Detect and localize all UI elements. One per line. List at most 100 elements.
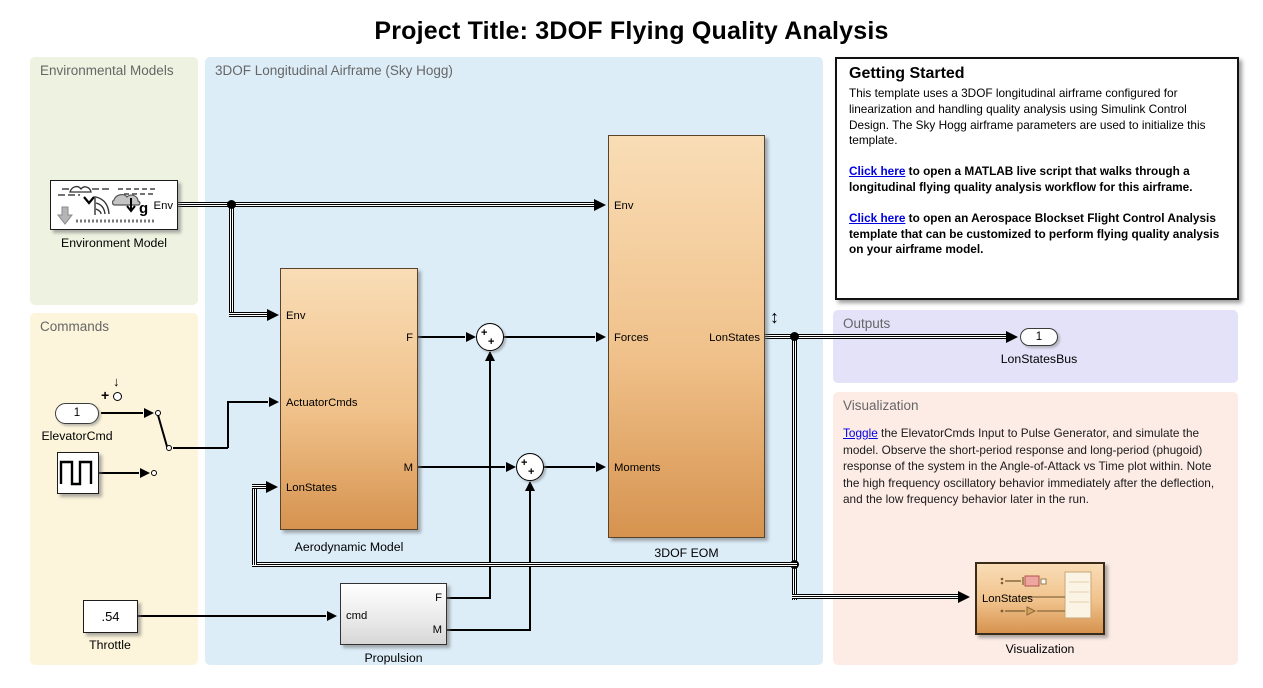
wire-prop-m-h: [447, 629, 531, 631]
wire-prop-f-h: [447, 597, 491, 599]
bus-lonstates-to-outport: [765, 334, 1008, 339]
arrow-aero-env-port: [267, 309, 279, 321]
aerodynamic-model-block[interactable]: Env ActuatorCmds LonStates F M: [280, 268, 418, 530]
arrow-eom-env-port: [594, 199, 606, 211]
wire-prop-f-v: [489, 352, 491, 598]
switch-contact-upper: [155, 410, 161, 416]
arrow-switch-input: [144, 408, 154, 418]
area-label-outputs: Outputs: [843, 316, 891, 331]
link2-rest-text: to open an Aerospace Blockset Flight Con…: [849, 210, 1220, 257]
bus-lonstates-to-visualization: [792, 594, 959, 599]
lonstatesbus-outport-block[interactable]: 1: [1020, 328, 1058, 346]
click-here-live-script-link[interactable]: Click here: [849, 164, 906, 179]
bus-env-to-eom: [178, 202, 596, 207]
elevatorcmd-label: ElevatorCmd: [41, 429, 113, 443]
toggle-link[interactable]: Toggle: [843, 426, 878, 440]
sum-forces-sign-left: +: [481, 327, 488, 339]
arrow-sum-forces-bottom: [485, 351, 495, 361]
junction-lonstates-top: [790, 332, 799, 341]
wire-aero-f-to-sum: [418, 336, 465, 338]
bus-feedback-to-aero: [252, 484, 267, 489]
visualization-note-text: the ElevatorCmds Input to Pulse Generato…: [843, 426, 1215, 507]
link1-rest-text: to open a MATLAB live script that walks …: [849, 164, 1193, 194]
eom-port-lonstates: LonStates: [709, 332, 760, 344]
arrow-cmd-port: [327, 611, 337, 621]
aero-port-m: M: [403, 462, 413, 474]
sum-moments-block[interactable]: + +: [516, 453, 544, 481]
eom-port-moments: Moments: [614, 462, 661, 474]
wire-throttle-to-propulsion: [138, 615, 326, 617]
throttle-value: .54: [101, 609, 120, 624]
switch-toggle-arrow-icon: ↓: [113, 374, 120, 389]
wire-elevatorcmd-to-switch: [101, 412, 143, 414]
aerodynamic-model-label: Aerodynamic Model: [294, 540, 404, 554]
click-here-blockset-link[interactable]: Click here: [849, 210, 906, 225]
visualization-note: Toggle the ElevatorCmds Input to Pulse G…: [843, 425, 1227, 508]
arrow-moments-port: [596, 462, 606, 472]
sum-forces-sign-bottom: +: [488, 336, 495, 348]
pulse-wave-icon: [59, 460, 93, 486]
aero-port-env: Env: [286, 310, 306, 322]
propulsion-port-f: F: [435, 592, 442, 604]
getting-started-annotation: Getting Started This template uses a 3DO…: [835, 57, 1239, 300]
wire-pulse-generator-out: [99, 472, 139, 474]
wire-switch-out-h: [173, 447, 228, 449]
propulsion-block[interactable]: cmd F M: [340, 583, 447, 645]
env-out-port-label: Env: [153, 200, 173, 212]
arrow-sum-moments-left: [506, 462, 516, 472]
arrow-lonstatesbus-port: [1006, 331, 1018, 343]
environment-model-block[interactable]: g Env: [50, 180, 178, 230]
arrow-actuatorcmds-port: [269, 397, 279, 407]
throttle-constant-block[interactable]: .54: [83, 600, 138, 633]
eom-port-env: Env: [614, 200, 634, 212]
bus-feedback-v: [252, 487, 257, 565]
elevatorcmd-port-number: 1: [73, 407, 81, 419]
throttle-label: Throttle: [89, 638, 131, 652]
aero-port-lonstates: LonStates: [286, 482, 337, 494]
arrow-sum-moments-bottom: [525, 481, 535, 491]
arrow-forces-port: [596, 332, 606, 342]
scope-subsystem-icon: [1000, 571, 1092, 619]
wire-switch-to-actuatorcmds: [227, 401, 268, 403]
sum-forces-block[interactable]: + +: [476, 323, 504, 351]
propulsion-port-m: M: [432, 624, 442, 636]
sum-moments-sign-left: +: [521, 457, 528, 469]
propulsion-label: Propulsion: [364, 651, 423, 665]
wire-aero-m-to-sum: [418, 466, 505, 468]
area-outputs[interactable]: Outputs: [833, 310, 1238, 383]
junction-env: [227, 200, 236, 209]
open-terminal-pulse: [151, 470, 157, 476]
switch-toggle-circle-icon: [113, 392, 122, 401]
area-visualization[interactable]: Visualization Toggle the ElevatorCmds In…: [833, 392, 1238, 665]
area-label-airframe: 3DOF Longitudinal Airframe (Sky Hogg): [215, 63, 453, 78]
wire-switch-out-v: [227, 402, 229, 448]
area-label-commands: Commands: [40, 319, 110, 334]
visualization-block[interactable]: LonStates: [975, 562, 1105, 635]
arrow-pulse-out: [140, 468, 150, 478]
area-label-environmental-models: Environmental Models: [40, 63, 174, 78]
environment-model-label: Environment Model: [61, 236, 167, 250]
aero-port-actuatorcmds: ActuatorCmds: [286, 397, 358, 409]
lonstatesbus-label: LonStatesBus: [1000, 352, 1078, 366]
getting-started-title: Getting Started: [849, 65, 965, 82]
getting-started-intro: This template uses a 3DOF longitudinal a…: [849, 86, 1206, 148]
eom-port-forces: Forces: [614, 332, 649, 344]
switch-toggle-plus[interactable]: +: [101, 387, 110, 403]
bus-env-branch-v: [229, 205, 234, 315]
svg-text:g: g: [139, 200, 148, 217]
arrow-aero-lonstates-port: [266, 481, 278, 493]
bus-feedback-h: [252, 562, 797, 567]
visualization-block-label: Visualization: [1005, 642, 1075, 656]
wire-sum-to-moments: [544, 466, 595, 468]
arrow-sum-forces-left: [466, 332, 476, 342]
eom-block[interactable]: Env Forces Moments LonStates: [608, 135, 765, 538]
area-label-visualization: Visualization: [843, 398, 919, 413]
pulse-generator-block[interactable]: [57, 452, 99, 494]
page-title: Project Title: 3DOF Flying Quality Analy…: [374, 17, 889, 45]
bus-lonstates-down: [792, 337, 797, 600]
elevatorcmd-inport-block[interactable]: 1: [55, 403, 99, 424]
sum-moments-sign-bottom: +: [528, 466, 535, 478]
signal-stream-icon[interactable]: ↕: [770, 307, 779, 327]
wire-prop-m-v: [529, 482, 531, 630]
